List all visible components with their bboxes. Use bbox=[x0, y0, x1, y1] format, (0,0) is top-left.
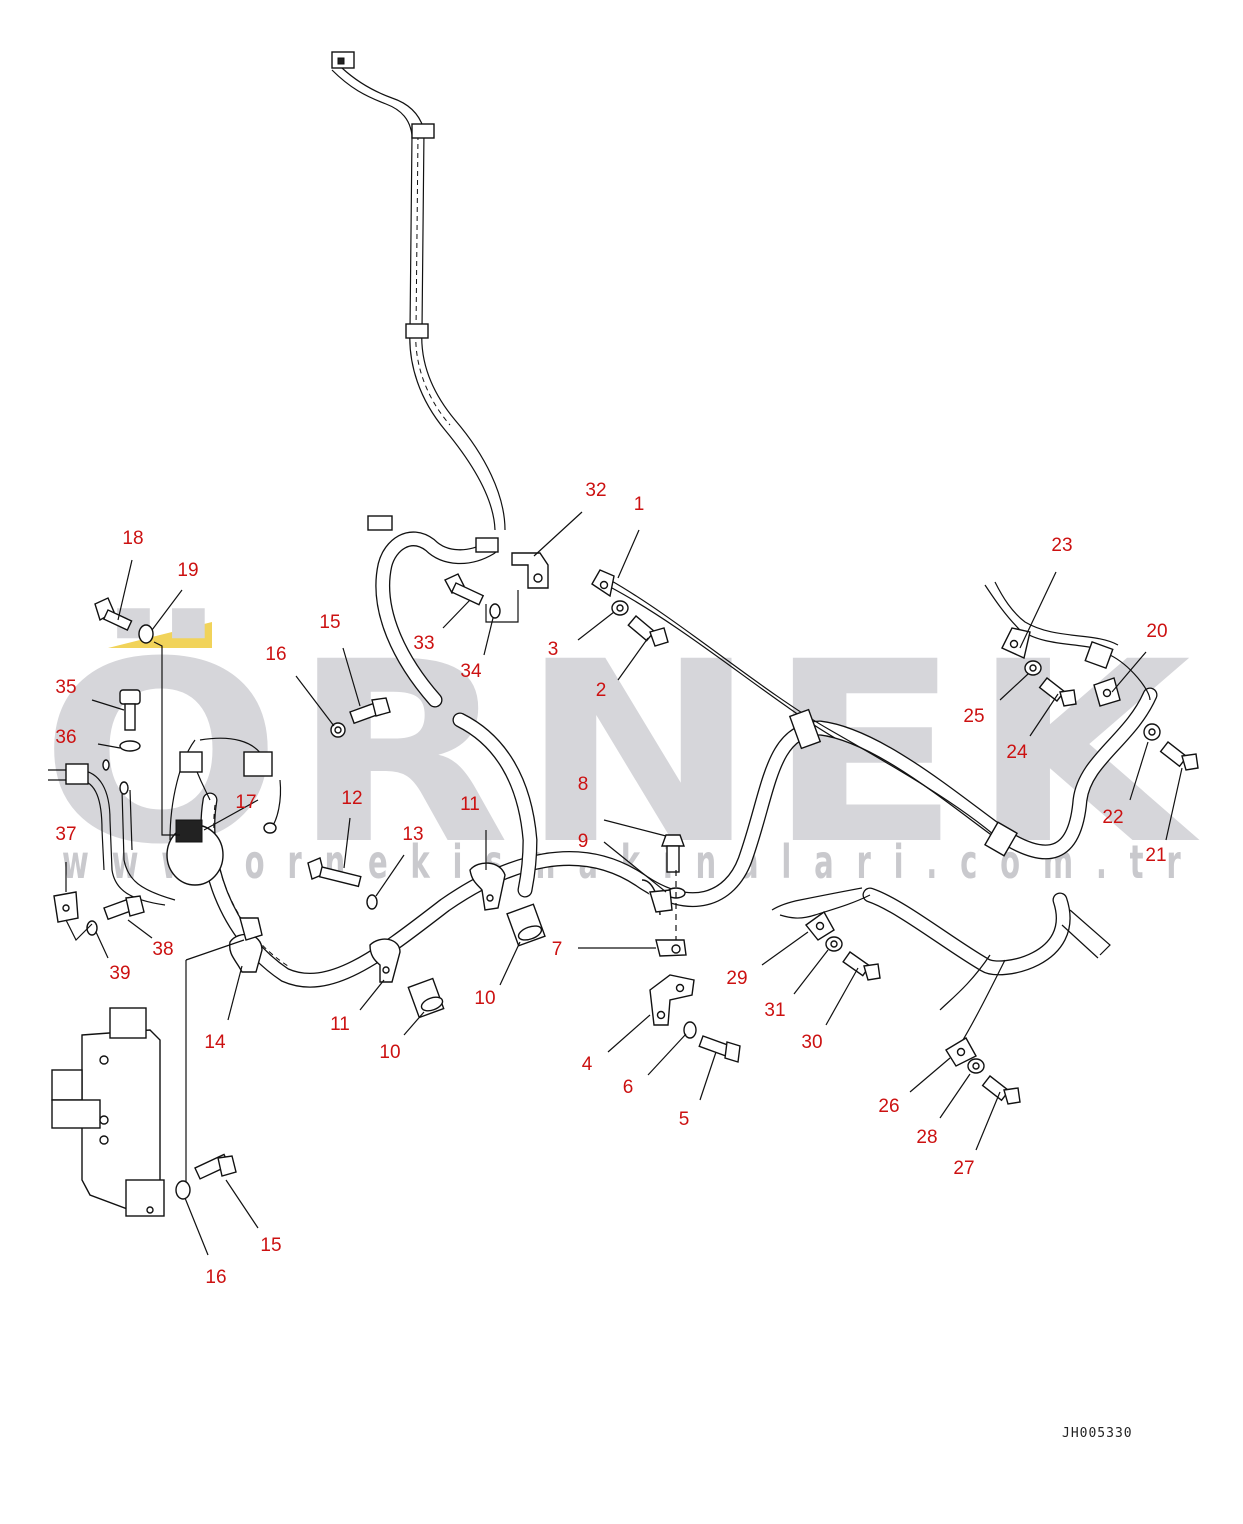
washer-34 bbox=[489, 603, 501, 619]
callout-38: 38 bbox=[152, 939, 173, 960]
callout-8: 8 bbox=[578, 774, 589, 795]
callout-3: 3 bbox=[548, 639, 559, 660]
bolt-2 bbox=[627, 615, 669, 647]
bolt-15-lower bbox=[194, 1153, 237, 1180]
callout-21: 21 bbox=[1145, 845, 1166, 866]
callout-33: 33 bbox=[413, 633, 434, 654]
washer-36 bbox=[119, 740, 141, 752]
washer-13 bbox=[366, 894, 378, 910]
harness-top-dashes bbox=[415, 134, 451, 426]
callout-20: 20 bbox=[1146, 621, 1167, 642]
washer-19 bbox=[138, 624, 154, 644]
callout-15-upper: 15 bbox=[319, 612, 340, 633]
bolt-33 bbox=[444, 573, 485, 606]
bolt-21 bbox=[1159, 741, 1199, 771]
callout-13: 13 bbox=[402, 824, 423, 845]
bracket-4 bbox=[649, 974, 695, 1026]
callout-24: 24 bbox=[1006, 742, 1028, 763]
callout-10-left: 10 bbox=[379, 1042, 400, 1063]
callout-2: 2 bbox=[596, 680, 607, 701]
callout-26: 26 bbox=[878, 1096, 899, 1117]
collar-10-right bbox=[506, 903, 546, 947]
callout-30: 30 bbox=[801, 1032, 822, 1053]
callout-11-left: 11 bbox=[330, 1014, 350, 1035]
callout-27: 27 bbox=[953, 1158, 974, 1179]
component-17 bbox=[166, 737, 282, 886]
callout-11-right: 11 bbox=[460, 794, 480, 815]
bolt-30 bbox=[842, 951, 881, 981]
callout-31: 31 bbox=[764, 1000, 785, 1021]
bolt-15-upper bbox=[349, 697, 391, 725]
clamp-7 bbox=[655, 939, 687, 957]
washer-39 bbox=[86, 920, 98, 936]
drawing-id: JH005330 bbox=[1062, 1426, 1133, 1441]
bolt-35 bbox=[119, 689, 141, 731]
bolt-12 bbox=[307, 857, 362, 888]
washer-6 bbox=[683, 1021, 697, 1039]
callout-12: 12 bbox=[341, 788, 362, 809]
harness-top-wire bbox=[341, 67, 506, 531]
clip-mid bbox=[405, 323, 429, 339]
callout-32: 32 bbox=[585, 480, 606, 501]
callout-9: 9 bbox=[578, 831, 589, 852]
callout-18: 18 bbox=[122, 528, 143, 549]
leader-lines bbox=[65, 511, 1183, 1256]
callout-36: 36 bbox=[55, 727, 76, 748]
bolt-24 bbox=[1038, 677, 1077, 707]
callout-4: 4 bbox=[582, 1054, 593, 1075]
callout-17: 17 bbox=[235, 792, 256, 813]
clamp-11-left bbox=[369, 938, 401, 983]
callout-6: 6 bbox=[623, 1077, 634, 1098]
callout-29: 29 bbox=[726, 968, 747, 989]
callout-16-upper: 16 bbox=[265, 644, 286, 665]
collar-10-left bbox=[407, 977, 445, 1019]
callout-34: 34 bbox=[460, 661, 482, 682]
callout-labels: 1 2 3 4 5 6 7 8 9 10 10 11 11 12 13 14 1… bbox=[55, 480, 1167, 1288]
control-box bbox=[51, 1007, 165, 1217]
wire-harness-main bbox=[200, 67, 1158, 1046]
clamp-11-right bbox=[469, 862, 506, 911]
washer-16-lower bbox=[175, 1180, 191, 1200]
callout-15-lower: 15 bbox=[260, 1235, 281, 1256]
callout-35: 35 bbox=[55, 677, 76, 698]
callout-28: 28 bbox=[916, 1127, 937, 1148]
callout-16-lower: 16 bbox=[205, 1267, 226, 1288]
callout-7: 7 bbox=[552, 939, 563, 960]
callout-5: 5 bbox=[679, 1109, 690, 1130]
callout-39: 39 bbox=[109, 963, 130, 984]
callout-25: 25 bbox=[963, 706, 984, 727]
bolt-18 bbox=[94, 597, 133, 631]
callout-19: 19 bbox=[177, 560, 198, 581]
watermark-accent-shape bbox=[108, 622, 212, 648]
callout-1: 1 bbox=[634, 494, 645, 515]
components bbox=[48, 51, 1199, 1217]
clamp-14 bbox=[228, 933, 263, 973]
callout-14: 14 bbox=[204, 1032, 226, 1053]
bracket-32 bbox=[511, 552, 549, 589]
harness-right-top bbox=[984, 584, 1151, 701]
clip-top bbox=[411, 123, 435, 139]
callout-37: 37 bbox=[55, 824, 76, 845]
harness-top-wire-b bbox=[331, 69, 496, 531]
callout-10-right: 10 bbox=[474, 988, 495, 1009]
callout-23: 23 bbox=[1051, 535, 1072, 556]
bolt-5 bbox=[698, 1035, 741, 1063]
bolt-27 bbox=[981, 1075, 1021, 1105]
connector-32 bbox=[367, 515, 393, 531]
callout-22: 22 bbox=[1102, 807, 1123, 828]
bolt-8 bbox=[661, 834, 685, 873]
harness-thin-right bbox=[609, 579, 1001, 841]
bolt-38 bbox=[103, 895, 145, 921]
